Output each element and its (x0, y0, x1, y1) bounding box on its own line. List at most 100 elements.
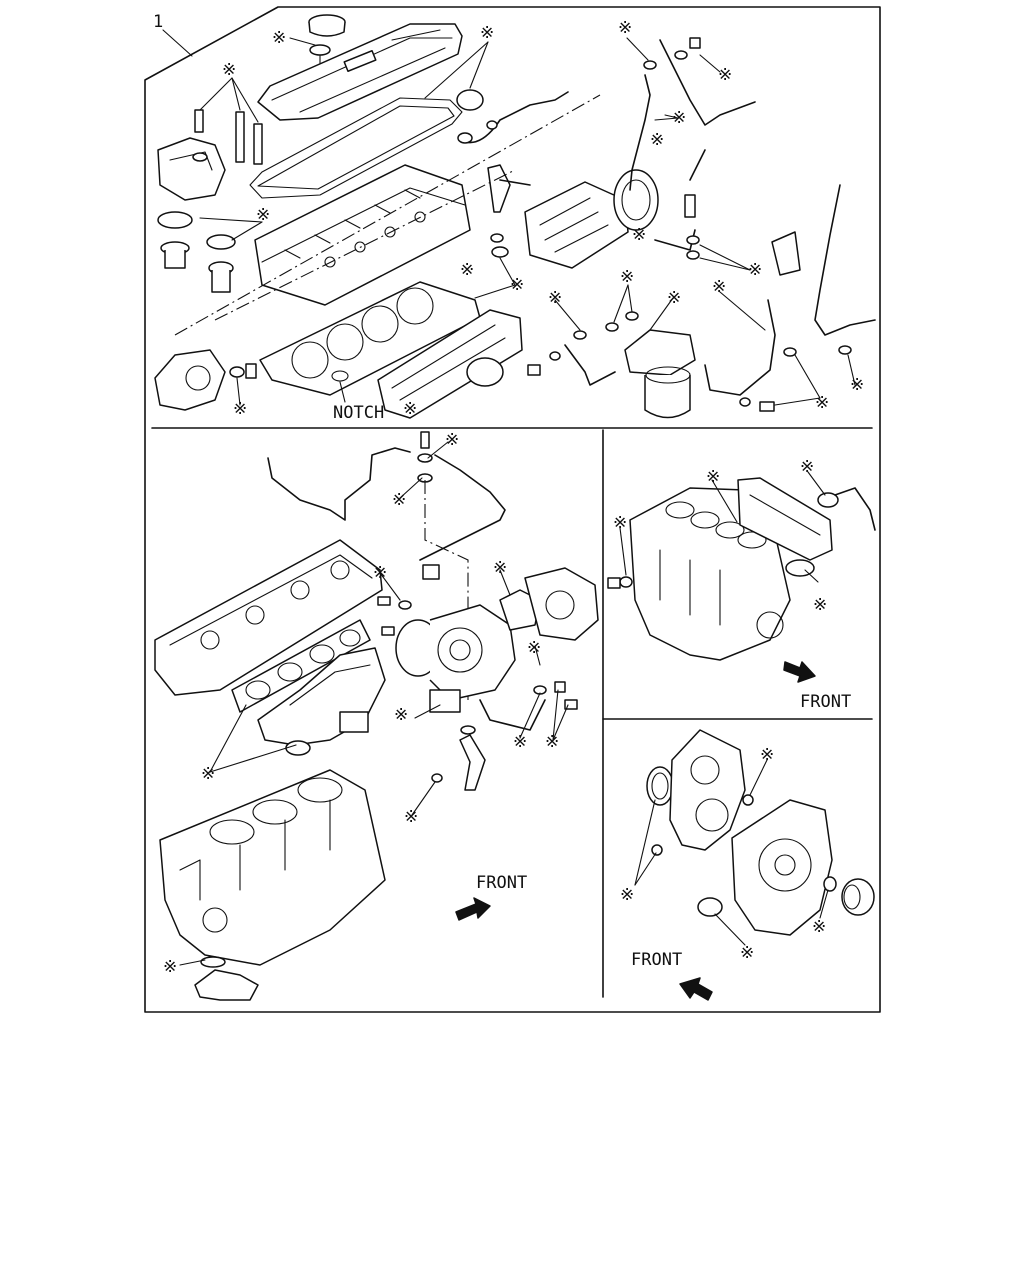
kit-marker: ※ (480, 23, 494, 43)
water-outlet-pipe (194, 956, 259, 1001)
cylinder-head-left (154, 539, 383, 696)
exhaust-manifold-gasket (231, 619, 371, 713)
thermostat-housing (157, 109, 263, 201)
head-cover-gasket (249, 97, 463, 199)
kit-marker: ※ (815, 393, 829, 413)
kit-marker: ※ (545, 732, 559, 752)
o-ring (651, 844, 663, 856)
kit-marker: ※ (706, 467, 720, 487)
turbo-oil-pipe (419, 454, 506, 561)
pipe-clamp (422, 564, 440, 580)
front-label-left: FRONT (476, 873, 527, 893)
injection-pump (524, 169, 659, 269)
callout-1: 1 (153, 12, 193, 57)
leader-lines (179, 441, 569, 966)
front-label-housing: FRONT (631, 950, 682, 970)
front-oil-seal (646, 766, 674, 806)
turbo-elbow (499, 567, 599, 641)
kit-marker: ※ (510, 275, 524, 295)
kit-marker: ※ (850, 375, 864, 395)
o-ring (742, 794, 754, 806)
kit-marker: ※ (445, 430, 459, 450)
flywheel-housing (731, 799, 833, 936)
kit-marker: ※ (233, 399, 247, 419)
timing-case (669, 729, 746, 851)
leader-lines (619, 471, 826, 583)
bolt (377, 596, 391, 606)
kit-marker: ※ (513, 732, 527, 752)
kit-marker: ※ (712, 277, 726, 297)
turbo-oil-pipe (267, 447, 411, 521)
thermostat (157, 211, 236, 293)
kit-marker: ※ (272, 28, 286, 48)
kit-marker: ※ (718, 65, 732, 85)
kit-marker: ※ (748, 260, 762, 280)
front-arrow-housing (679, 977, 713, 1001)
kit-marker: ※ (650, 130, 664, 150)
left-section: FRONT (154, 431, 599, 1001)
notch-label: NOTCH (333, 403, 384, 423)
intake-manifold (377, 309, 523, 419)
cylinder-block-left (159, 769, 386, 966)
washer (417, 453, 433, 463)
alignment-line (174, 94, 601, 336)
washer (619, 576, 633, 588)
kit-marker: ※ (672, 108, 686, 128)
kit-marker: ※ (548, 288, 562, 308)
bolt (607, 577, 621, 589)
fuel-injector (487, 164, 531, 258)
flywheel-housing-section: FRONT (631, 729, 875, 1001)
callout-number: 1 (153, 12, 163, 32)
kit-marker: ※ (256, 205, 270, 225)
kit-marker: ※ (222, 60, 236, 80)
kit-marker: ※ (613, 513, 627, 533)
leader-lines (199, 37, 856, 406)
water-pump (154, 349, 257, 411)
front-label-block: FRONT (800, 692, 851, 712)
kit-marker: ※ (620, 267, 634, 287)
oil-return-pipe (431, 681, 578, 791)
kit-marker: ※ (394, 705, 408, 725)
kit-marker: ※ (460, 260, 474, 280)
head-cover-gasket-inner (257, 105, 455, 190)
cylinder-head (254, 164, 471, 306)
cylinder-block-right (629, 487, 791, 661)
kit-marker: ※ (404, 807, 418, 827)
kit-marker: ※ (403, 399, 417, 419)
kit-marker: ※ (373, 563, 387, 583)
rear-oil-seal (697, 897, 723, 917)
frame (144, 6, 881, 1013)
leader-lines (634, 759, 829, 946)
alignment-line (214, 169, 516, 321)
kit-marker: ※ (667, 288, 681, 308)
kit-markers: ※ ※ ※ ※ ※ ※ ※ ※ ※ ※ ※ ※ ※ ※ ※ ※ ※ ※ ※ ※ … (163, 18, 864, 977)
front-arrow-block (783, 661, 816, 683)
exhaust-manifold (257, 647, 386, 756)
kit-marker: ※ (800, 457, 814, 477)
kit-marker: ※ (620, 885, 634, 905)
kit-marker: ※ (493, 558, 507, 578)
kit-marker: ※ (618, 18, 632, 38)
cylinder-head-cover (257, 23, 463, 121)
washer (398, 600, 412, 610)
kit-marker: ※ (760, 745, 774, 765)
oil-level-gauge (771, 184, 876, 336)
breather-hose (456, 89, 569, 144)
kit-marker: ※ (527, 638, 541, 658)
kit-marker: ※ (812, 917, 826, 937)
bolt (381, 626, 395, 636)
oil-filter (624, 329, 696, 419)
block-rear-section: FRONT (607, 471, 876, 712)
turbocharger (395, 604, 516, 713)
kit-marker: ※ (813, 595, 827, 615)
oil-pipes (629, 37, 756, 260)
kit-marker: ※ (392, 490, 406, 510)
front-arrow-left (455, 897, 491, 921)
bolt (420, 431, 430, 449)
kit-marker: ※ (740, 943, 754, 963)
o-ring (823, 876, 837, 892)
top-section: NOTCH (154, 14, 876, 423)
kit-marker: ※ (163, 957, 177, 977)
kit-marker: ※ (201, 764, 215, 784)
